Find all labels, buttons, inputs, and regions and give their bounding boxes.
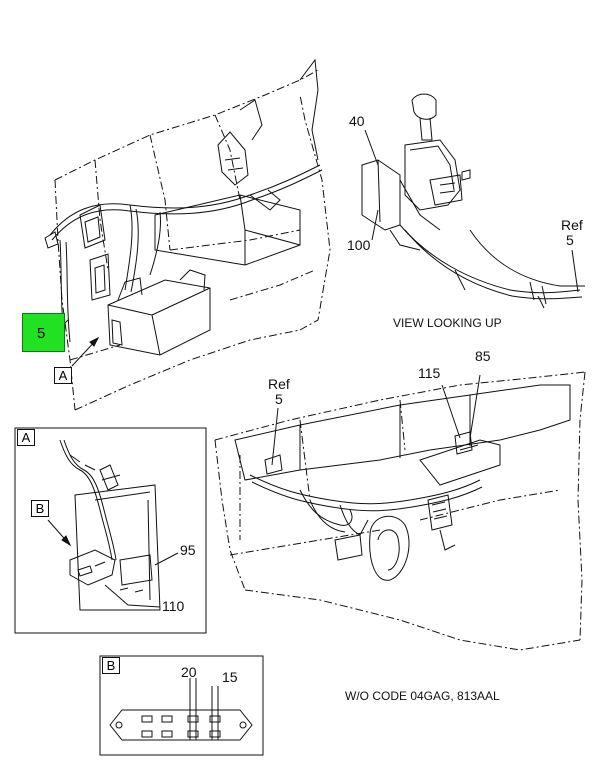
callout-110[interactable]: 110 [162,598,185,614]
callout-15[interactable]: 15 [222,669,238,685]
callout-85[interactable]: 85 [475,348,491,364]
callout-115[interactable]: 115 [418,365,441,381]
caption-view-looking-up: VIEW LOOKING UP [393,316,502,330]
ref-label-top: Ref [561,217,583,233]
caption-wo-code: W/O CODE 04GAG, 813AAL [345,689,500,703]
highlighted-callout-5[interactable]: 5 [22,313,65,352]
main-assembly-view [45,60,330,410]
callout-100[interactable]: 100 [347,237,371,253]
ref-label-mid: Ref [268,376,290,392]
view-label-b-inset: B [102,657,120,674]
cab-wall-view [215,372,585,650]
callout-40[interactable]: 40 [349,113,365,129]
view-label-b-pointer[interactable]: B [31,500,49,517]
view-label-a-inset: A [17,429,35,446]
callout-5-ref-top[interactable]: 5 [566,232,574,248]
inset-a [15,428,206,633]
inset-b [100,656,263,755]
callout-20[interactable]: 20 [181,664,197,680]
view-looking-up [362,94,585,308]
callout-5-main: 5 [37,325,46,342]
callout-5-ref-mid[interactable]: 5 [275,391,283,407]
callout-95[interactable]: 95 [180,542,196,558]
view-label-a-main[interactable]: A [54,367,72,384]
